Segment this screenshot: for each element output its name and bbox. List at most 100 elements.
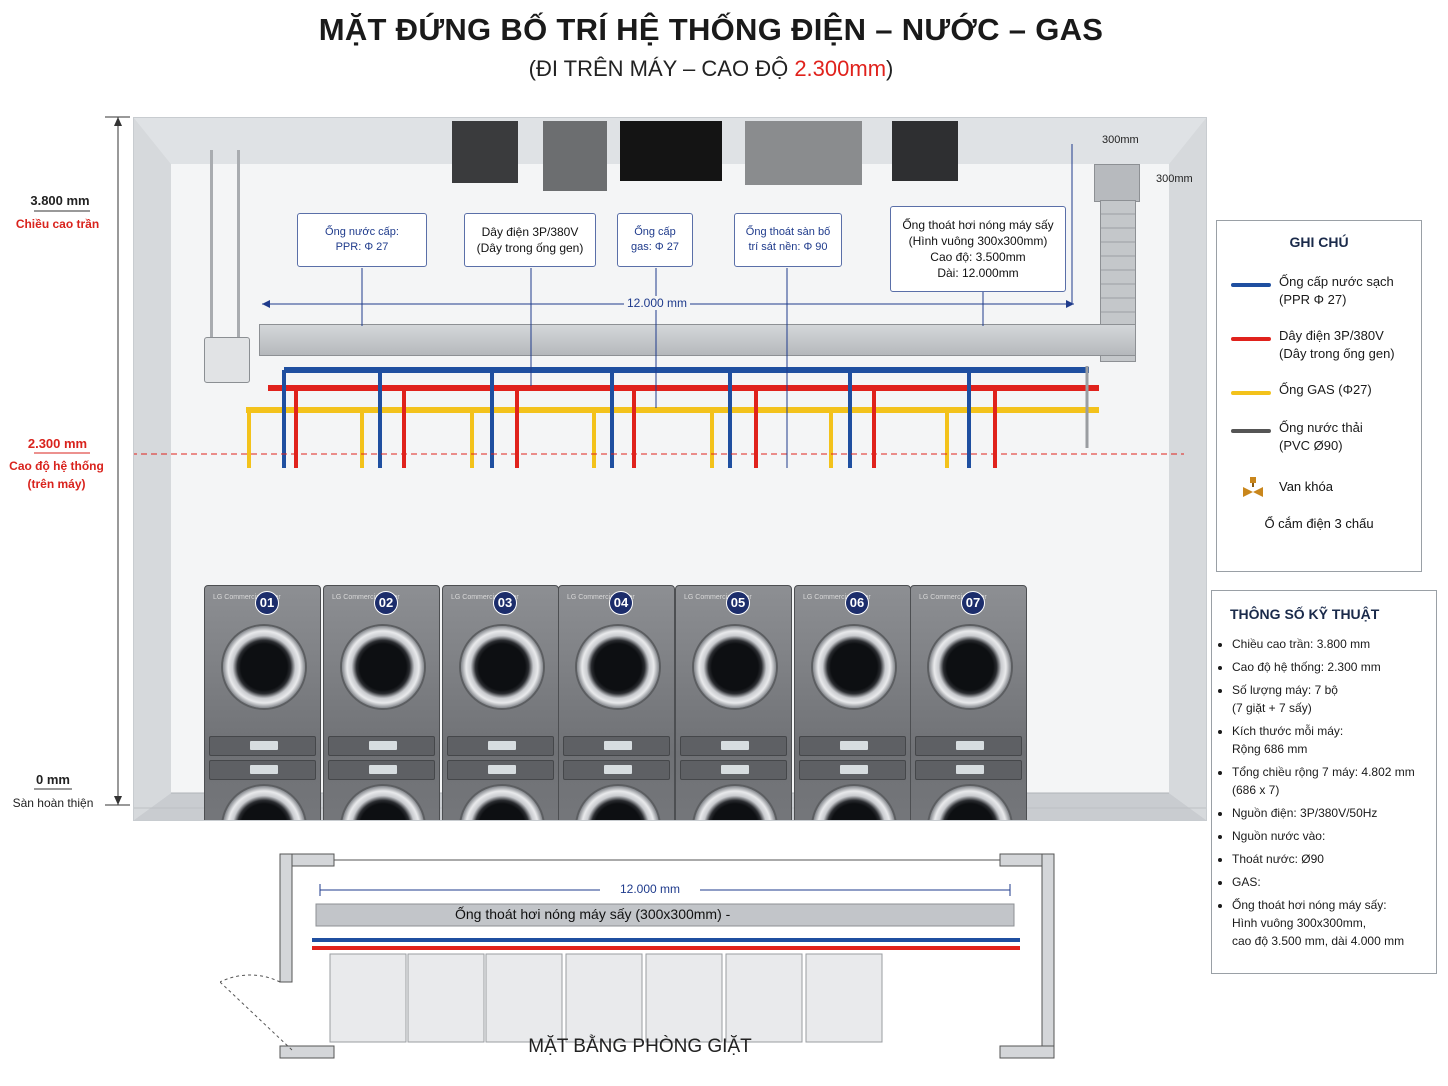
washer-drum: [929, 786, 1011, 820]
plan-duct-label: Ống thoát hơi nóng máy sấy (300x300mm) -: [455, 906, 731, 922]
panel-display: [488, 765, 516, 774]
ceiling-vent-1: [452, 121, 518, 183]
spec-item: Thoát nước: Ø90: [1232, 850, 1415, 868]
legend-swatch-water: [1231, 283, 1271, 287]
ceiling-height-value: 3.800 mm: [30, 193, 90, 208]
duct-height-label: 300mm: [1156, 173, 1193, 185]
spec-total-width: Tổng chiều rộng 7 máy: 4.802 mm: [1232, 765, 1415, 779]
callout-exhaust-line2: (Hình vuông 300x300mm): [908, 233, 1048, 248]
dryer-drum: [577, 626, 659, 708]
subtitle-suffix: ): [886, 56, 894, 81]
spec-exhaust-detail: Hình vuông 300x300mm,: [1232, 916, 1367, 930]
control-panel: [447, 760, 554, 780]
wall-conduits: [210, 150, 240, 340]
legend-electric-line1: Dây điện 3P/380V: [1279, 328, 1384, 343]
spec-drain: Thoát nước: Ø90: [1232, 852, 1324, 866]
exhaust-duct-head: [1094, 164, 1140, 202]
floor-level-label: Sàn hoàn thiện: [12, 796, 94, 810]
legend-swatch-electric: [1231, 337, 1271, 341]
spec-ceiling: Chiều cao trần: 3.800 mm: [1232, 637, 1371, 651]
machine-brand: LG Commercial Dryer: [803, 594, 871, 601]
machine-brand: LG Commercial Dryer: [213, 594, 281, 601]
panel-display: [721, 741, 749, 750]
valve-icon: [1243, 477, 1263, 497]
page-subtitle: (ĐI TRÊN MÁY – CAO ĐỘ 2.300mm): [0, 56, 1422, 82]
spec-machine-size: Kích thước mỗi máy:: [1232, 724, 1344, 738]
ceiling-vent-4: [745, 121, 862, 185]
control-panel: [563, 760, 670, 780]
legend-water-line1: Ống cấp nước sạch: [1279, 274, 1394, 289]
callout-exhaust-line1: Ống thoát hơi nóng máy sấy: [902, 217, 1054, 232]
floor-level-value: 0 mm: [36, 772, 70, 787]
legend-electric-line2: (Dây trong ống gen): [1279, 346, 1395, 362]
exhaust-duct-horizontal: [259, 324, 1136, 356]
callout-gas-line1: Ống cấp: [634, 226, 676, 239]
spec-item: Tổng chiều rộng 7 máy: 4.802 mm(686 x 7): [1232, 763, 1415, 799]
callout-water-line2: PPR: Φ 27: [335, 241, 389, 253]
duct-width-label: 300mm: [1102, 134, 1139, 146]
legend-valve-label: Van khóa: [1279, 479, 1333, 494]
panel-display: [840, 741, 868, 750]
callout-exhaust-line3: Cao độ: 3.500mm: [930, 250, 1026, 264]
spec-gas: GAS:: [1232, 875, 1261, 889]
washer-drum: [813, 786, 895, 820]
machine-number-badge: 07: [961, 591, 985, 615]
panel-display: [488, 741, 516, 750]
callout-exhaust-line4: Dài: 12.000mm: [937, 266, 1019, 281]
control-panel: [328, 760, 435, 780]
control-panel: [447, 736, 554, 756]
dryer-drum: [342, 626, 424, 708]
system-level-label: Cao độ hệ thống: [9, 459, 104, 473]
dryer-drum: [223, 626, 305, 708]
machine-number-badge: 06: [845, 591, 869, 615]
callout-drain-line1: Ống thoát sàn bố: [745, 226, 831, 239]
plan-title: MẶT BẰNG PHÒNG GIẶT: [528, 1036, 752, 1057]
spec-water-in: Nguồn nước vào:: [1232, 829, 1326, 843]
spec-machine-size-detail: Rộng 686 mm: [1232, 742, 1308, 756]
panel-display: [604, 741, 632, 750]
callout-drain-line2: trí sát nền: Φ 90: [748, 241, 828, 253]
washer-drum: [694, 786, 776, 820]
control-panel: [563, 736, 670, 756]
washer-drum: [342, 786, 424, 820]
machine-number-badge: 05: [726, 591, 750, 615]
plan-dimension-label: 12.000 mm: [600, 882, 700, 896]
width-dimension-label: 12.000 mm: [624, 296, 691, 310]
control-panel: [799, 736, 906, 756]
spec-power: Nguồn điện: 3P/380V/50Hz: [1232, 806, 1378, 820]
dryer-drum: [929, 626, 1011, 708]
machine-number-badge: 03: [493, 591, 517, 615]
specs-panel: THÔNG SỐ KỸ THUẬT Chiều cao trần: 3.800 …: [1211, 590, 1437, 974]
subtitle-highlight: 2.300mm: [794, 56, 887, 81]
callout-electric: Dây điện 3P/380V (Dây trong ống gen): [464, 213, 596, 267]
control-panel: [328, 736, 435, 756]
legend-title: GHI CHÚ: [1289, 234, 1349, 250]
spec-machine-count-detail: (7 giặt + 7 sấy): [1232, 701, 1312, 715]
spec-exhaust: Ống thoát hơi nóng máy sấy:: [1232, 898, 1387, 912]
callout-gas-line2: gas: Φ 27: [631, 241, 679, 253]
panel-display: [721, 765, 749, 774]
washer-drum: [461, 786, 543, 820]
panel-display: [604, 765, 632, 774]
spec-system-level: Cao độ hệ thống: 2.300 mm: [1232, 660, 1381, 674]
machine-brand: LG Commercial Dryer: [567, 594, 635, 601]
panel-display: [840, 765, 868, 774]
callout-water-line1: Ống nước cấp:: [325, 226, 399, 239]
legend-socket-label: Ổ cắm điện 3 chấu: [1264, 516, 1374, 531]
washer-drum: [577, 786, 659, 820]
panel-display: [250, 741, 278, 750]
washer-drum: [223, 786, 305, 820]
machine-number-badge: 02: [374, 591, 398, 615]
legend-water-line2: (PPR Φ 27): [1279, 292, 1347, 308]
legend-swatch-drain: [1231, 429, 1271, 433]
legend-drain-line2: (PVC Ø90): [1279, 438, 1343, 454]
panel-display: [956, 765, 984, 774]
specs-list: Chiều cao trần: 3.800 mm Cao độ hệ thống…: [1212, 635, 1419, 950]
machine-number-badge: 04: [609, 591, 633, 615]
